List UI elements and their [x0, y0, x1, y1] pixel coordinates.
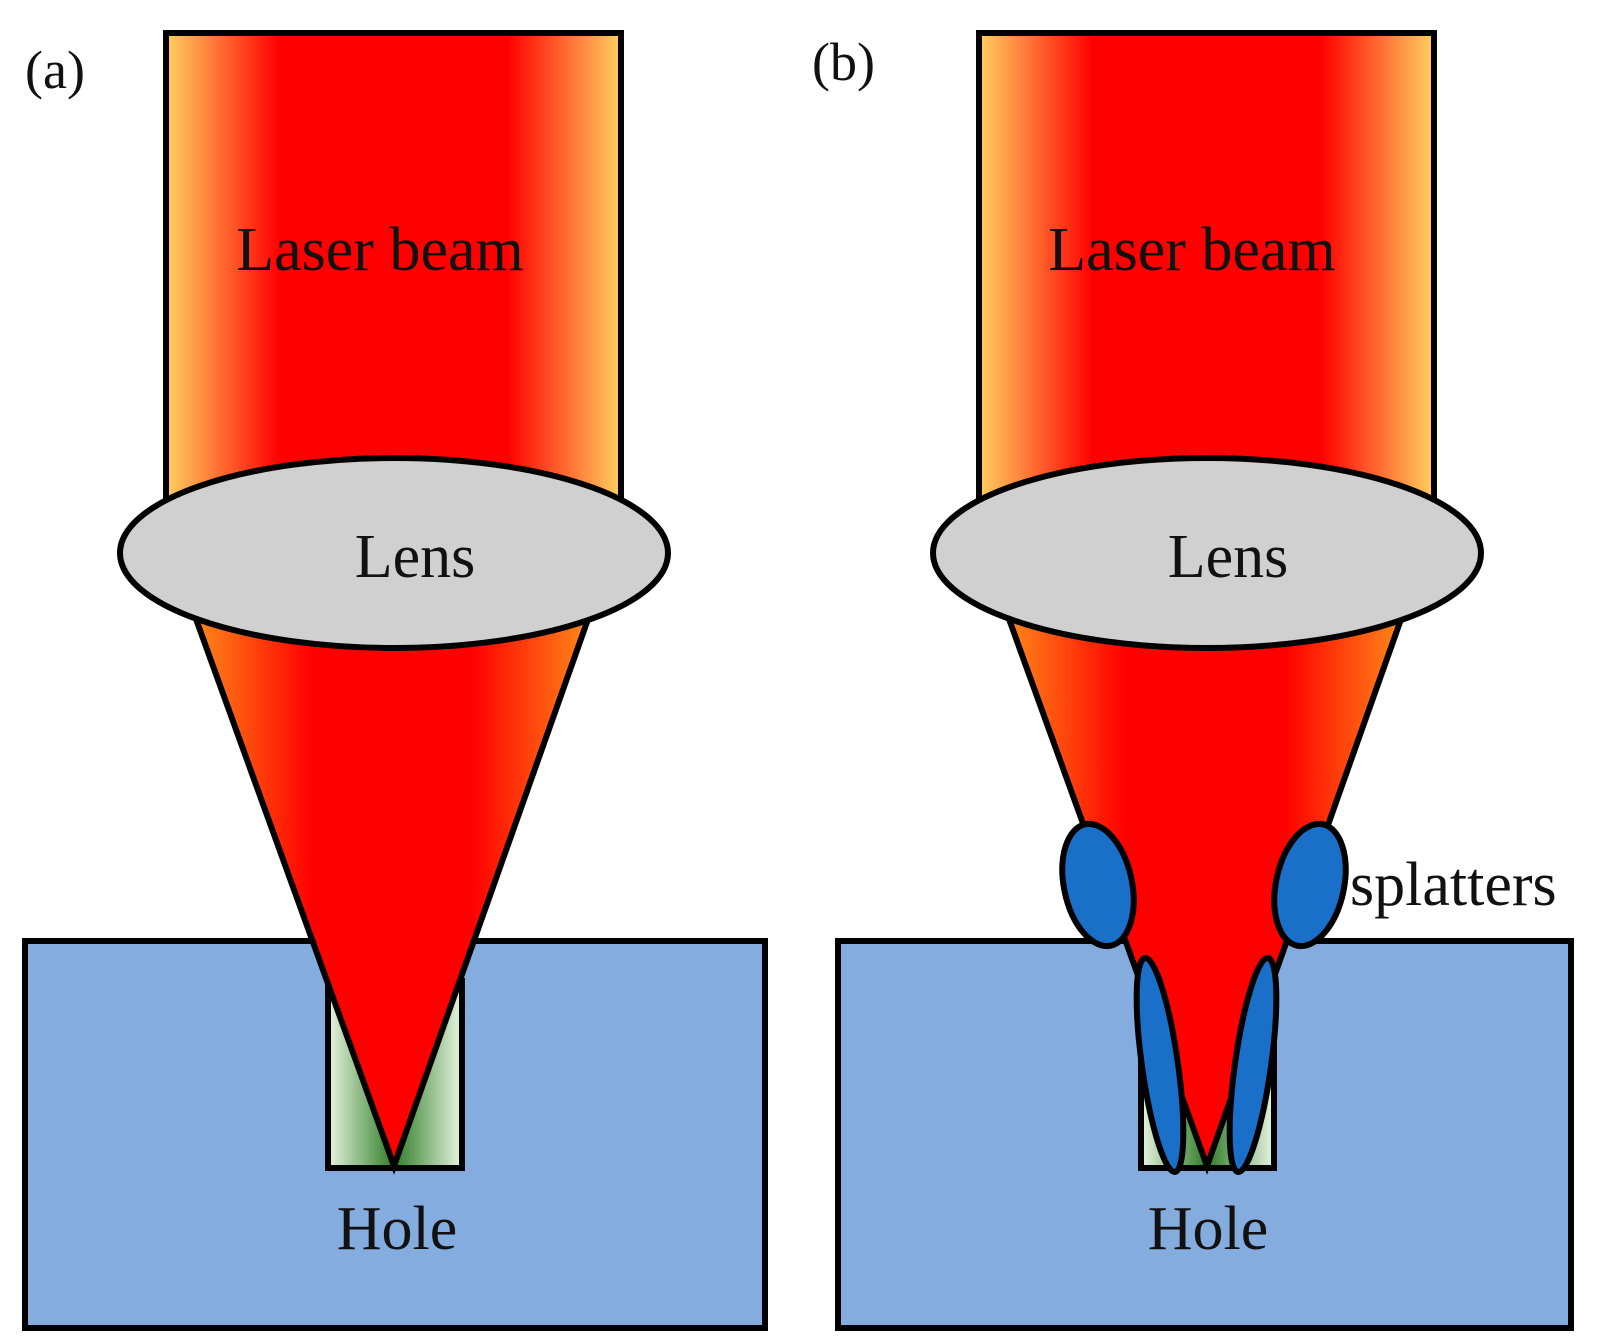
lens-label-a: Lens: [355, 523, 476, 591]
panel-a: (a) Laser beam Lens Hole: [22, 30, 768, 1331]
splatter-left-upper: [1059, 820, 1137, 950]
splatter-label: splatters: [1350, 851, 1557, 919]
splatter-right-upper: [1271, 820, 1349, 950]
lens-a: [117, 455, 671, 651]
panel-b: (b) Laser beam Lens Hole splatters: [812, 30, 1574, 1331]
splatters-b: [1059, 820, 1349, 1175]
hole-label-a: Hole: [337, 1195, 458, 1263]
beam-label-b: Laser beam: [1048, 216, 1335, 284]
panel-b-tag: (b): [812, 32, 875, 92]
lens-b: [930, 455, 1484, 651]
beam-label-a: Laser beam: [236, 216, 523, 284]
lens-label-b: Lens: [1168, 523, 1289, 591]
splatter-right-lower: [1226, 955, 1280, 1175]
splatter-left-lower: [1133, 955, 1187, 1175]
panel-a-tag: (a): [25, 40, 85, 100]
hole-label-b: Hole: [1148, 1195, 1269, 1263]
